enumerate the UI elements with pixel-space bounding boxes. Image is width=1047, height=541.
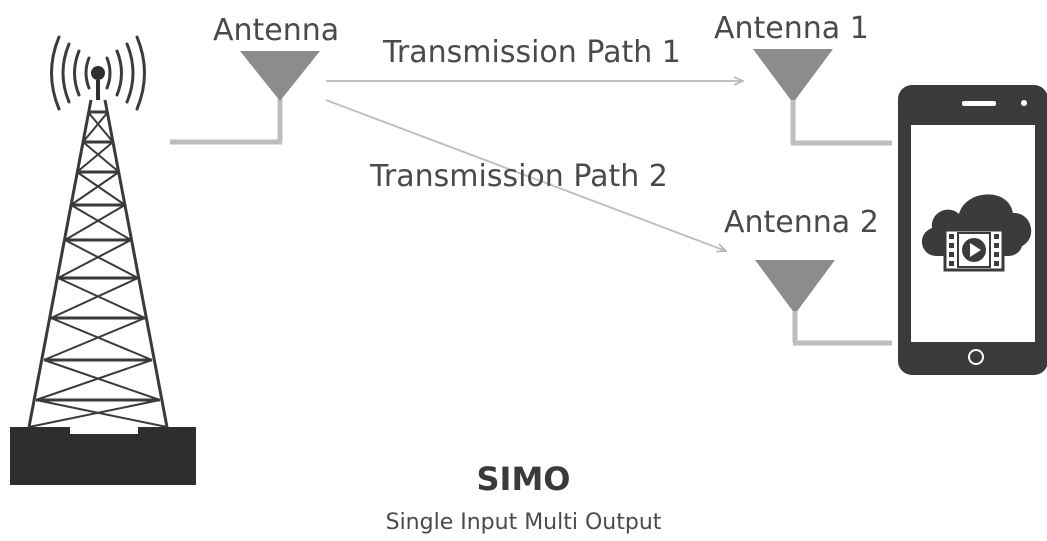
- smartphone: [898, 85, 1047, 375]
- phone-camera: [1021, 100, 1027, 106]
- phone-home-button: [968, 349, 984, 365]
- receive-antenna-2: [755, 260, 892, 346]
- receive-antenna-1: [753, 49, 892, 146]
- transmission-path-1-label: Transmission Path 1: [383, 35, 681, 70]
- phone-speaker: [962, 101, 996, 106]
- play-icon: [970, 243, 981, 257]
- receive-antenna-1-label: Antenna 1: [714, 11, 869, 46]
- tower-beacon: [91, 66, 105, 80]
- transmission-path-2: [325, 99, 726, 251]
- transmit-antenna: [170, 51, 320, 145]
- diagram-subtitle: Single Input Multi Output: [385, 510, 662, 535]
- signal-waves-icon: [50, 35, 146, 111]
- tower-base: [10, 427, 196, 485]
- tower-lattice: [27, 99, 169, 428]
- antenna-icon: [753, 49, 833, 103]
- cloud-video-icon: [921, 194, 1032, 272]
- receive-antenna-2-label: Antenna 2: [724, 205, 879, 240]
- diagram-title: SIMO: [476, 460, 571, 498]
- cell-tower: [10, 35, 196, 485]
- antenna-icon: [240, 51, 320, 101]
- transmit-antenna-label: Antenna: [213, 13, 340, 48]
- antenna-icon: [755, 260, 835, 314]
- transmission-path-2-label: Transmission Path 2: [370, 159, 668, 194]
- tower-bracing: [28, 111, 168, 428]
